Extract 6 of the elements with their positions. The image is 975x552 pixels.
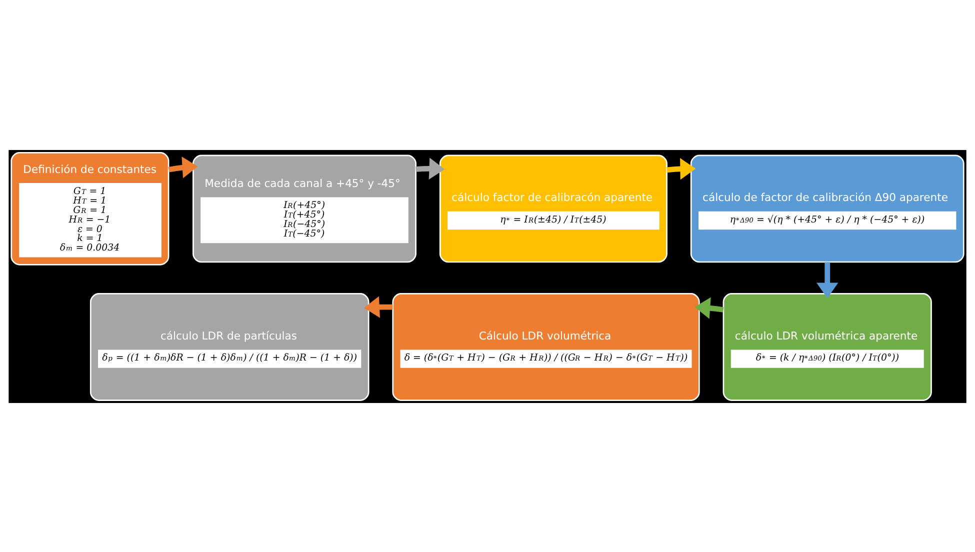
arrow — [416, 157, 445, 179]
arrow — [168, 156, 198, 178]
arrow — [816, 262, 838, 298]
arrow — [666, 158, 696, 180]
arrow — [694, 296, 724, 318]
arrow — [364, 296, 393, 318]
